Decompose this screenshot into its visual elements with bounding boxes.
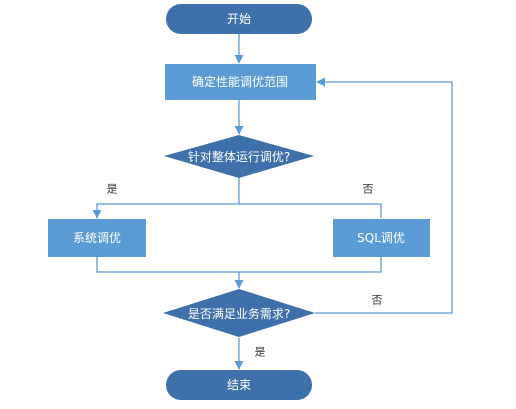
edge-requirements-no-loop-to-scope	[315, 77, 453, 314]
edge-label-overall-no: 否	[363, 183, 374, 196]
connectors	[92, 34, 453, 370]
edge-label-requirements-no: 否	[372, 294, 383, 307]
end-label: 结束	[227, 378, 251, 392]
edge-system-to-merge	[96, 257, 239, 273]
start-terminal-shape	[166, 4, 312, 34]
node-decision-overall: 针对整体运行调优?	[164, 135, 314, 178]
edge-label-requirements-yes: 是	[255, 346, 266, 359]
sql-tuning-label: SQL调优	[357, 231, 405, 245]
decision-requirements-shape	[163, 289, 315, 337]
node-system-tuning: 系统调优	[48, 219, 146, 257]
scope-label: 确定性能调优范围	[192, 74, 288, 89]
node-start: 开始	[166, 4, 312, 34]
node-sql-tuning: SQL调优	[333, 219, 430, 257]
node-determine-scope: 确定性能调优范围	[165, 64, 316, 100]
node-end: 结束	[166, 370, 312, 400]
end-terminal-shape	[166, 370, 312, 400]
edge-label-overall-yes: 是	[107, 183, 118, 196]
decision-overall-label: 针对整体运行调优?	[188, 149, 290, 164]
scope-process-shape	[165, 64, 316, 100]
decision-overall-shape	[164, 135, 314, 178]
sql-tuning-shape	[333, 219, 430, 257]
system-tuning-label: 系统调优	[73, 231, 121, 245]
decision-requirements-label: 是否满足业务需求?	[188, 306, 290, 321]
edge-sql-to-merge	[239, 257, 382, 273]
start-label: 开始	[227, 12, 251, 26]
edge-overall-yes-to-system	[92, 178, 240, 219]
system-tuning-shape	[48, 219, 146, 257]
node-decision-requirements: 是否满足业务需求?	[163, 289, 315, 337]
edge-overall-no-to-sql	[239, 203, 382, 218]
